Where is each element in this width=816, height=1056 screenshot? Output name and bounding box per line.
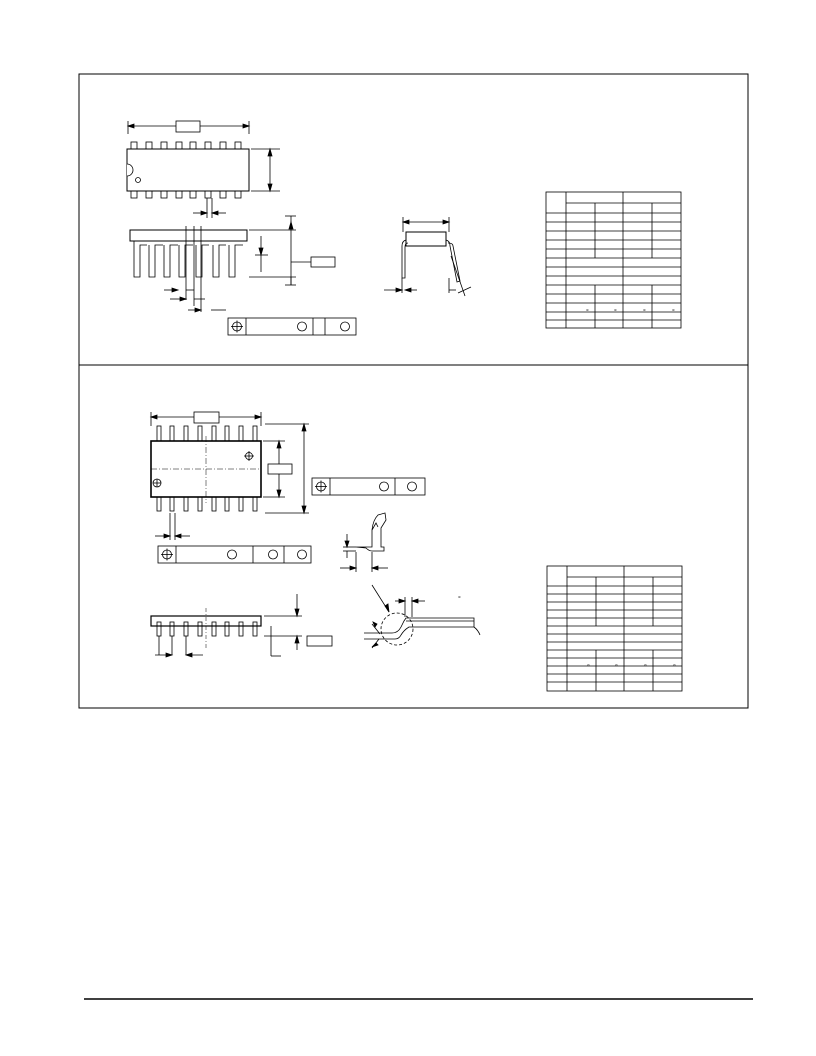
degree-mark: ° <box>458 595 461 603</box>
datum-target-icon <box>244 451 254 461</box>
soic-feature-control-frame-2 <box>157 545 312 564</box>
soic-height-dimensions <box>264 594 333 657</box>
degree-mark: ° <box>672 308 675 316</box>
soic-feature-control-frame-1 <box>311 477 426 496</box>
dip-lead-dimensions <box>164 287 226 313</box>
dip-height-dimensions <box>249 215 336 286</box>
dip-dimension-table: ° ° ° ° <box>545 191 682 329</box>
dip-length-dimension <box>126 120 251 134</box>
degree-mark: ° <box>615 663 618 671</box>
position-tolerance-icon <box>161 548 173 561</box>
degree-mark: ° <box>614 308 617 316</box>
sheet-frame <box>78 73 749 709</box>
dip-side-view <box>129 226 248 312</box>
degree-mark: ° <box>644 663 647 671</box>
position-tolerance-icon <box>315 480 327 493</box>
degree-mark: ° <box>587 663 590 671</box>
mmc-circle-icon <box>268 549 278 560</box>
degree-mark: ° <box>673 663 676 671</box>
soic-side-leads <box>156 621 258 637</box>
degree-mark: ° <box>643 308 646 316</box>
dip-top-pins-lower <box>130 190 242 199</box>
dip-pitch-dimension <box>193 198 226 218</box>
dip-top-pins-upper <box>130 141 242 150</box>
mmc-circle-icon <box>227 549 237 560</box>
mmc-circle-icon <box>407 481 417 492</box>
mmc-circle-icon <box>340 321 350 332</box>
soic-side-view <box>150 608 262 658</box>
dip-end-view <box>384 217 472 297</box>
soic-detail-view: ° <box>364 584 481 649</box>
soic-top-pins-lower <box>156 496 258 512</box>
mmc-circle-icon <box>297 321 307 332</box>
mmc-circle-icon <box>379 481 389 492</box>
degree-mark: ° <box>586 308 589 316</box>
position-tolerance-icon <box>231 320 243 333</box>
dip-pin1-notch <box>126 163 134 177</box>
soic-width-dimensions <box>263 422 309 515</box>
dip-feature-control-frame <box>227 317 357 336</box>
dip-width-dimension <box>251 147 280 193</box>
soic-top-pins-upper <box>156 425 258 442</box>
dip-pin1-marker <box>135 177 141 183</box>
soic-lead-detail <box>340 512 388 572</box>
mmc-circle-icon <box>297 549 307 560</box>
soic-length-dimension <box>149 411 263 426</box>
soic-lead-width-dimension <box>155 513 190 540</box>
dip-package-section: ° ° ° ° <box>126 120 682 336</box>
soic-package-section: ° ° <box>149 411 683 692</box>
dip-top-view-body <box>126 148 250 192</box>
soic-dimension-table: ° ° ° ° <box>546 565 683 692</box>
